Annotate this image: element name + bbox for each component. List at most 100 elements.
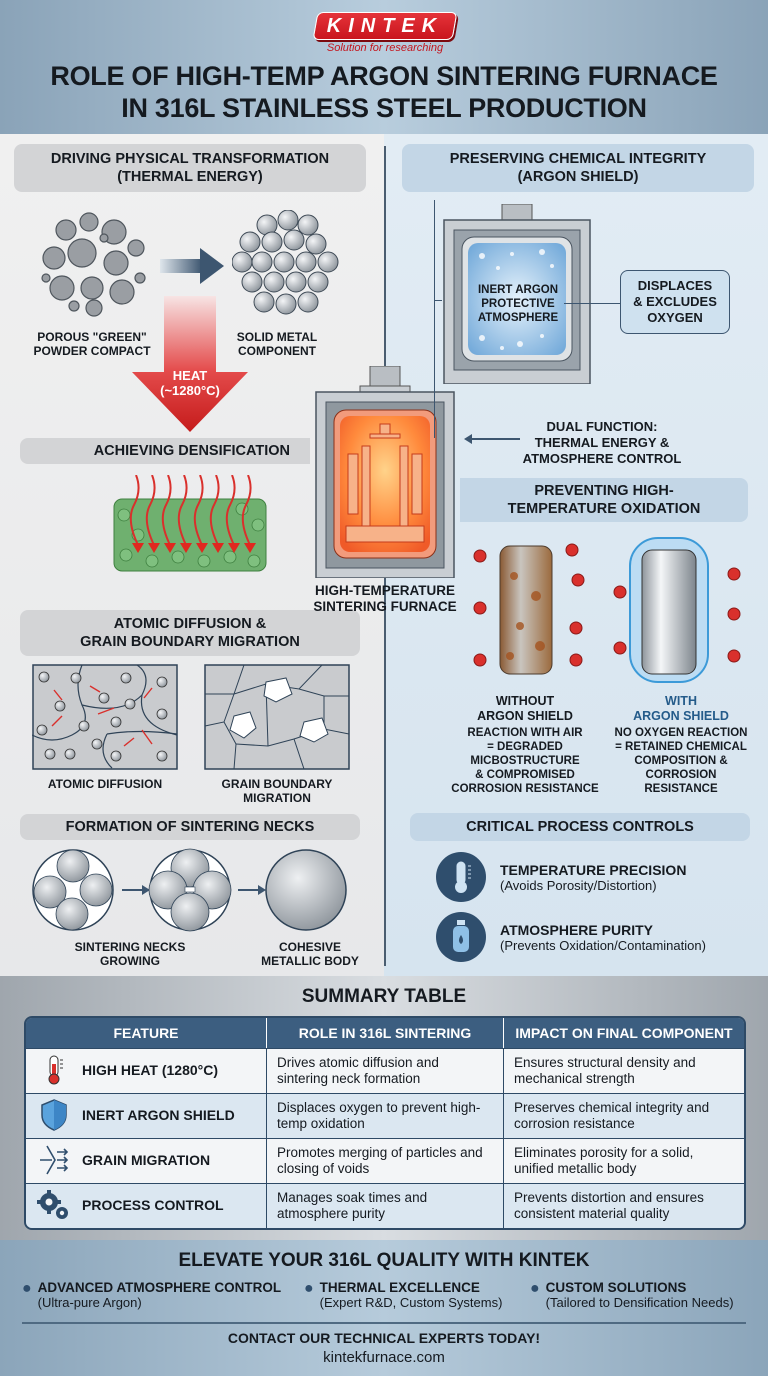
label-line: SINTERING FURNACE <box>313 599 457 614</box>
footer-bullet: ● ADVANCED ATMOSPHERE CONTROL(Ultra-pure … <box>22 1280 304 1310</box>
label-line: METALLIC BODY <box>261 954 359 968</box>
label-line: HIGH-TEMPERATURE <box>315 583 455 598</box>
arrow-right-icon <box>160 248 224 284</box>
desc-line: CORROSION <box>645 769 717 781</box>
bullet-sub: (Expert R&D, Custom Systems) <box>319 1295 503 1310</box>
bullet-dot: ● <box>304 1280 314 1297</box>
with-shield-block: WITH ARGON SHIELD NO OXYGEN REACTION = R… <box>606 694 756 796</box>
connector-line <box>434 200 435 438</box>
label-line: POWDER COMPACT <box>33 344 151 358</box>
solid-metal-spheres-icon <box>232 210 339 315</box>
role-cell: Drives atomic diffusion and sintering ne… <box>267 1048 504 1093</box>
heat-temp: (~1280°C) <box>160 383 220 398</box>
section-densification: ACHIEVING DENSIFICATION <box>20 438 310 464</box>
heat-arrow-icon <box>132 296 248 432</box>
title-line-2: IN 316L STAINLESS STEEL PRODUCTION <box>121 93 647 123</box>
section-preventing-oxidation: PREVENTING HIGH- TEMPERATURE OXIDATION <box>460 478 748 522</box>
porous-powder-icon <box>41 212 146 317</box>
desc-line: CORROSION RESISTANCE <box>451 783 599 795</box>
section-subtitle: GRAIN BOUNDARY MIGRATION <box>80 634 300 650</box>
summary-title: SUMMARY TABLE <box>301 986 467 1007</box>
logo-tagline: Solution for researching <box>326 42 444 54</box>
label-line: GRAIN BOUNDARY <box>221 777 333 791</box>
footer-banner <box>0 1240 768 1376</box>
control-sub: (Avoids Porosity/Distortion) <box>500 877 657 893</box>
without-shield-block: WITHOUT ARGON SHIELD REACTION WITH AIR =… <box>430 694 620 796</box>
section-physical-transformation: DRIVING PHYSICAL TRANSFORMATION (THERMAL… <box>14 144 366 192</box>
bullet-sub: (Tailored to Densification Needs) <box>545 1295 734 1310</box>
header-role: ROLE IN 316L SINTERING <box>267 1018 504 1048</box>
role-cell: Promotes merging of particles and closin… <box>267 1138 504 1183</box>
desc-line: & COMPROMISED <box>475 769 575 781</box>
without-title: WITHOUT <box>495 694 555 708</box>
website-link[interactable]: kintekfurnace.com <box>323 1349 445 1366</box>
feature-label: INERT ARGON SHIELD <box>82 1106 235 1123</box>
control-text: TEMPERATURE PRECISION (Avoids Porosity/D… <box>500 862 686 893</box>
label-line: COHESIVE <box>278 940 341 954</box>
section-subtitle: TEMPERATURE OXIDATION <box>507 501 701 517</box>
cta-text: CONTACT OUR TECHNICAL EXPERTS TODAY! <box>227 1330 541 1346</box>
bullet-sub: (Ultra-pure Argon) <box>37 1295 142 1310</box>
atomic-diffusion-diagram <box>32 664 178 770</box>
footer-bullet: ● THERMAL EXCELLENCE(Expert R&D, Custom S… <box>304 1280 530 1310</box>
label-line: SINTERING NECKS <box>74 940 186 954</box>
bullet-title: ADVANCED ATMOSPHERE CONTROL <box>37 1280 282 1295</box>
label-line: GROWING <box>100 954 160 968</box>
label-line: DUAL FUNCTION: <box>546 419 658 434</box>
furnace-label: HIGH-TEMPERATURE SINTERING FURNACE <box>300 583 470 615</box>
necks-growing-label: SINTERING NECKS GROWING <box>60 940 200 968</box>
impact-cell: Eliminates porosity for a solid, unified… <box>504 1138 744 1183</box>
feature-cell: INERT ARGON SHIELD <box>26 1093 267 1138</box>
role-cell: Manages soak times and atmosphere purity <box>267 1183 504 1228</box>
gears-icon <box>36 1189 72 1224</box>
control-text: ATMOSPHERE PURITY (Prevents Oxidation/Co… <box>500 922 706 953</box>
with-desc: NO OXYGEN REACTION = RETAINED CHEMICAL C… <box>606 726 756 796</box>
header-impact: IMPACT ON FINAL COMPONENT <box>504 1018 744 1048</box>
control-title: ATMOSPHERE PURITY <box>500 921 653 938</box>
impact-cell: Preserves chemical integrity and corrosi… <box>504 1093 744 1138</box>
grain-boundary-label: GRAIN BOUNDARY MIGRATION <box>204 777 350 805</box>
section-process-controls: CRITICAL PROCESS CONTROLS <box>410 813 750 841</box>
without-title: ARGON SHIELD <box>477 709 573 723</box>
solid-metal-label: SOLID METAL COMPONENT <box>222 330 332 358</box>
arrow-head <box>464 434 472 444</box>
connector-line <box>434 300 442 301</box>
section-title: PRESERVING CHEMICAL INTEGRITY <box>449 151 707 167</box>
densification-icon <box>113 475 267 572</box>
feature-label: GRAIN MIGRATION <box>82 1151 211 1168</box>
bullet-dot: ● <box>530 1280 540 1297</box>
label-line: ATMOSPHERE CONTROL <box>522 451 682 466</box>
control-sub: (Prevents Oxidation/Contamination) <box>500 937 706 953</box>
label-line: PROTECTIVE <box>481 298 555 310</box>
section-title: CRITICAL PROCESS CONTROLS <box>466 819 694 835</box>
section-sintering-necks: FORMATION OF SINTERING NECKS <box>20 814 360 840</box>
label-line: OXYGEN <box>647 310 703 325</box>
heat-label: HEAT (~1280°C) <box>150 368 230 398</box>
section-title: DRIVING PHYSICAL TRANSFORMATION <box>50 151 330 167</box>
bullet-title: THERMAL EXCELLENCE <box>319 1280 480 1295</box>
sintering-furnace-icon <box>315 366 455 578</box>
section-subtitle: (THERMAL ENERGY) <box>117 169 263 185</box>
feature-label: PROCESS CONTROL <box>82 1196 224 1213</box>
kintek-logo: KINTEK <box>312 12 458 40</box>
shield-icon <box>36 1098 72 1134</box>
section-title: PREVENTING HIGH- <box>534 483 674 499</box>
label-line: COMPONENT <box>238 344 316 358</box>
label-line: SOLID METAL <box>236 330 318 344</box>
bullet-title: CUSTOM SOLUTIONS <box>545 1280 687 1295</box>
label-line: ATMOSPHERE <box>477 312 559 324</box>
bullet-dot: ● <box>22 1280 32 1297</box>
summary-table: FEATURE ROLE IN 316L SINTERING IMPACT ON… <box>24 1016 746 1230</box>
footer-title: ELEVATE YOUR 316L QUALITY WITH KINTEK <box>178 1250 590 1271</box>
with-title: ARGON SHIELD <box>633 709 729 723</box>
without-desc: REACTION WITH AIR = DEGRADED MICBOSTRUCT… <box>430 726 620 796</box>
label-line: POROUS "GREEN" <box>37 330 147 344</box>
sintering-necks-diagram <box>32 848 347 932</box>
table-row: GRAIN MIGRATION Promotes merging of part… <box>26 1138 744 1183</box>
dual-function-label: DUAL FUNCTION: THERMAL ENERGY & ATMOSPHE… <box>512 419 692 467</box>
heat-text: HEAT <box>172 368 208 383</box>
thermometer-icon <box>36 1054 72 1089</box>
feature-label: HIGH HEAT (1280°C) <box>82 1061 219 1078</box>
feature-cell: GRAIN MIGRATION <box>26 1138 267 1183</box>
label-line: INERT ARGON <box>477 284 559 296</box>
